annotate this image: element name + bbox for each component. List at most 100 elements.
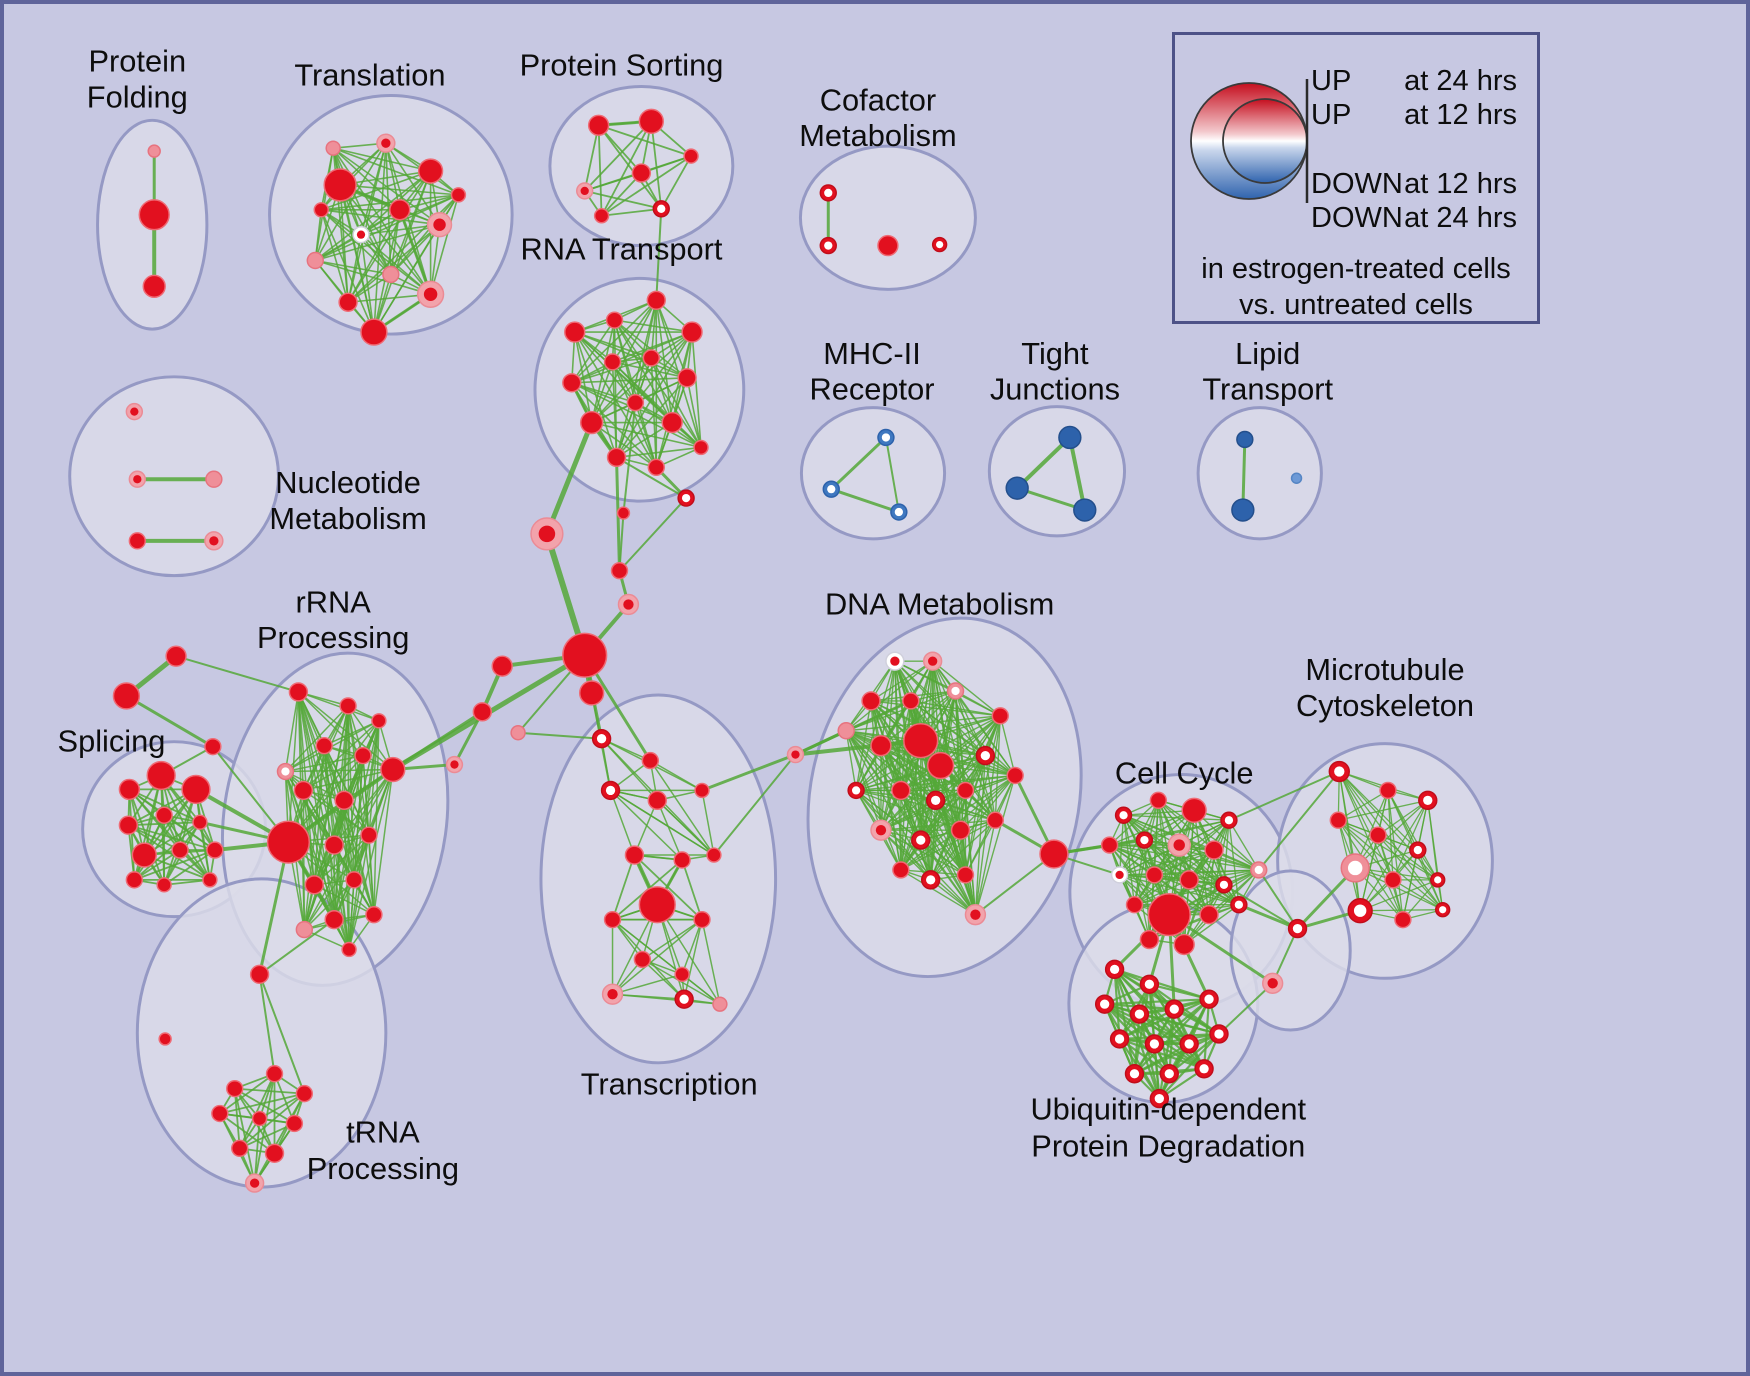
- network-edge: [314, 223, 441, 262]
- gene-node: [125, 871, 144, 889]
- gene-node: [706, 847, 722, 863]
- gene-node: [491, 655, 513, 677]
- gene-node-core: [423, 287, 438, 302]
- gene-node: [587, 114, 610, 136]
- network-edge: [320, 209, 432, 296]
- network-edge: [332, 147, 441, 226]
- network-edge: [1015, 435, 1072, 491]
- gene-node: [304, 875, 324, 895]
- gene-node: [338, 292, 358, 312]
- network-edge: [373, 142, 387, 333]
- gene-node-core: [1413, 845, 1422, 855]
- network-edge: [1103, 1003, 1161, 1100]
- gene-node: [693, 439, 709, 456]
- gene-node: [1384, 871, 1402, 889]
- network-edge: [570, 381, 702, 449]
- gene-node: [205, 470, 223, 488]
- network-edge: [303, 879, 355, 931]
- network-edge: [656, 799, 715, 856]
- gene-node: [345, 871, 363, 889]
- network-edge: [686, 377, 702, 449]
- network-edge: [1178, 844, 1240, 906]
- gene-node: [694, 782, 710, 799]
- gene-node: [1100, 836, 1119, 854]
- legend-box: UP at 24 hrs UP at 12 hrs DOWN at 12 hrs…: [1172, 32, 1540, 324]
- network-edge: [655, 207, 663, 302]
- network-edge: [583, 190, 663, 210]
- network-edge: [615, 331, 693, 459]
- gene-node: [661, 411, 683, 434]
- network-edge: [1337, 819, 1439, 881]
- network-edge: [1392, 879, 1444, 911]
- network-edge: [253, 1092, 306, 1184]
- gene-node-core: [1119, 811, 1128, 820]
- network-edge: [870, 660, 934, 702]
- gene-node: [902, 692, 920, 710]
- network-edge: [1133, 884, 1225, 906]
- legend-row-down-24: DOWN at 24 hrs: [1311, 202, 1517, 235]
- network-edge: [133, 849, 216, 881]
- cluster-label-trna-processing: tRNA: [346, 1114, 420, 1149]
- cluster-label-trna-processing: Processing: [307, 1151, 459, 1186]
- legend-caption-line1: in estrogen-treated cells: [1201, 253, 1511, 285]
- network-edge: [1133, 879, 1190, 906]
- gene-node: [956, 781, 975, 800]
- gene-node: [610, 561, 629, 580]
- network-edge: [712, 753, 797, 857]
- network-edge: [959, 774, 1016, 831]
- network-edge: [320, 209, 441, 226]
- gene-node: [118, 815, 139, 835]
- gene-node: [926, 751, 955, 780]
- cluster-label-dna-metabolism: DNA Metabolism: [825, 586, 1054, 621]
- network-edge: [1118, 874, 1225, 886]
- network-edge: [609, 789, 715, 856]
- network-edge: [613, 319, 658, 469]
- network-edge: [1118, 1032, 1221, 1041]
- network-edge: [333, 844, 350, 951]
- gene-node-core: [1173, 839, 1185, 851]
- gene-node-core: [1184, 1039, 1194, 1049]
- cluster-label-protein-sorting: Protein Sorting: [520, 48, 724, 83]
- gene-node: [1290, 472, 1303, 484]
- network-edge: [347, 223, 441, 304]
- network-edge: [398, 208, 433, 296]
- network-edge: [681, 918, 703, 976]
- network-edge: [611, 993, 721, 1005]
- network-edge: [855, 754, 987, 792]
- gene-node: [1181, 797, 1207, 823]
- network-edge: [929, 754, 987, 881]
- network-edge: [597, 124, 692, 158]
- network-edge: [302, 720, 380, 792]
- network-edge: [1108, 809, 1195, 846]
- gene-node-core: [130, 407, 139, 416]
- network-edge: [611, 361, 688, 379]
- gene-node-core: [875, 824, 887, 836]
- cluster-label-rrna-processing: Processing: [257, 620, 409, 655]
- gene-node: [165, 645, 187, 667]
- network-edge: [1377, 799, 1429, 836]
- network-edge: [954, 690, 1016, 777]
- network-edge: [600, 120, 653, 217]
- gene-node-core: [1423, 795, 1433, 805]
- gene-node: [325, 140, 341, 156]
- gene-node-core: [1100, 999, 1110, 1009]
- network-edge: [870, 700, 1001, 717]
- legend-dir-label: DOWN: [1311, 168, 1403, 200]
- gene-node: [266, 820, 311, 864]
- network-edge: [1153, 869, 1260, 876]
- gene-node: [1179, 870, 1199, 890]
- gene-node: [147, 144, 161, 158]
- gene-node: [616, 506, 631, 520]
- gene-node: [382, 265, 400, 284]
- gene-node: [693, 910, 711, 929]
- gene-node-core: [1214, 1029, 1224, 1039]
- network-edge: [929, 789, 967, 881]
- gene-node: [683, 148, 699, 164]
- gene-node: [354, 746, 372, 765]
- network-edge: [964, 819, 996, 876]
- gene-node: [192, 814, 208, 830]
- gene-node-core: [791, 750, 800, 759]
- network-edge: [258, 973, 276, 1075]
- gene-node: [638, 886, 676, 924]
- cluster-ellipse-lipid-transport: [1196, 406, 1323, 541]
